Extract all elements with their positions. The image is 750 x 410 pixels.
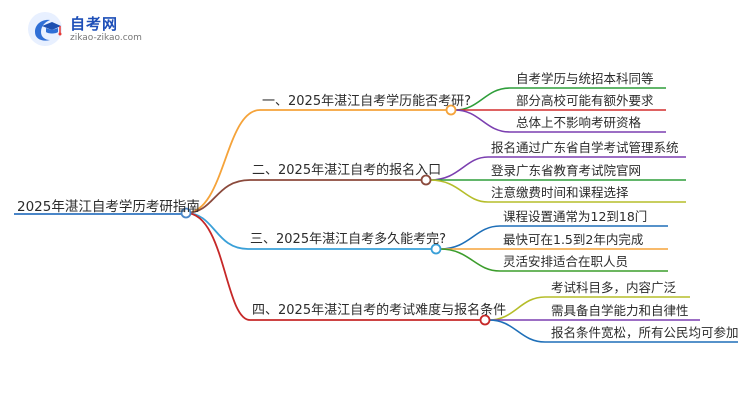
branch-node-3[interactable]: 三、2025年湛江自考多久能考完? — [250, 232, 446, 247]
leaf-node[interactable]: 课程设置通常为12到18门 — [503, 209, 648, 224]
leaf-node[interactable]: 需具备自学能力和自律性 — [551, 303, 689, 318]
leaf-node[interactable]: 自考学历与统招本科同等 — [516, 71, 654, 86]
edge-root-branch4 — [185, 212, 251, 321]
leaf-node[interactable]: 考试科目多，内容广泛 — [551, 280, 677, 295]
branch2-node-circle — [420, 174, 432, 186]
leaf-node[interactable]: 灵活安排适合在职人员 — [503, 254, 629, 269]
branch3-node-circle — [430, 243, 442, 255]
leaf-node[interactable]: 总体上不影响考研资格 — [516, 115, 642, 130]
site-logo[interactable]: 自考网 zikao-zikao.com — [28, 10, 148, 50]
leaf-node[interactable]: 报名通过广东省自学考试管理系统 — [491, 140, 679, 155]
logo-url: zikao-zikao.com — [70, 33, 142, 43]
edge-root-branch1 — [185, 109, 261, 214]
logo-mark — [28, 12, 62, 46]
edge-root-branch2 — [185, 179, 251, 214]
edge-b3-c1 — [439, 225, 501, 250]
edge-b4-c3 — [488, 319, 546, 343]
edge-b3-c3 — [439, 248, 501, 272]
leaf-node[interactable]: 部分高校可能有额外要求 — [516, 93, 654, 108]
branch1-node-circle — [445, 104, 457, 116]
leaf-node[interactable]: 注意缴费时间和课程选择 — [491, 185, 629, 200]
leaf-node[interactable]: 最快可在1.5到2年内完成 — [503, 232, 644, 247]
graduation-cap-icon — [35, 19, 62, 41]
branch-node-4[interactable]: 四、2025年湛江自考的考试难度与报名条件 — [252, 303, 507, 318]
leaf-node[interactable]: 报名条件宽松，所有公民均可参加 — [551, 325, 739, 340]
branch-node-2[interactable]: 二、2025年湛江自考的报名入口 — [252, 163, 442, 178]
edge-root-branch3 — [185, 212, 249, 250]
branch4-node-circle — [479, 314, 491, 326]
edge-b1-c3 — [454, 109, 511, 133]
branch-node-1[interactable]: 一、2025年湛江自考学历能否考研? — [262, 94, 471, 109]
edge-b2-c3 — [429, 179, 489, 203]
root-node-circle — [180, 207, 192, 219]
root-node[interactable]: 2025年湛江自考学历考研指南 — [17, 199, 200, 215]
logo-title: 自考网 — [70, 15, 119, 33]
leaf-node[interactable]: 登录广东省教育考试院官网 — [491, 163, 642, 178]
